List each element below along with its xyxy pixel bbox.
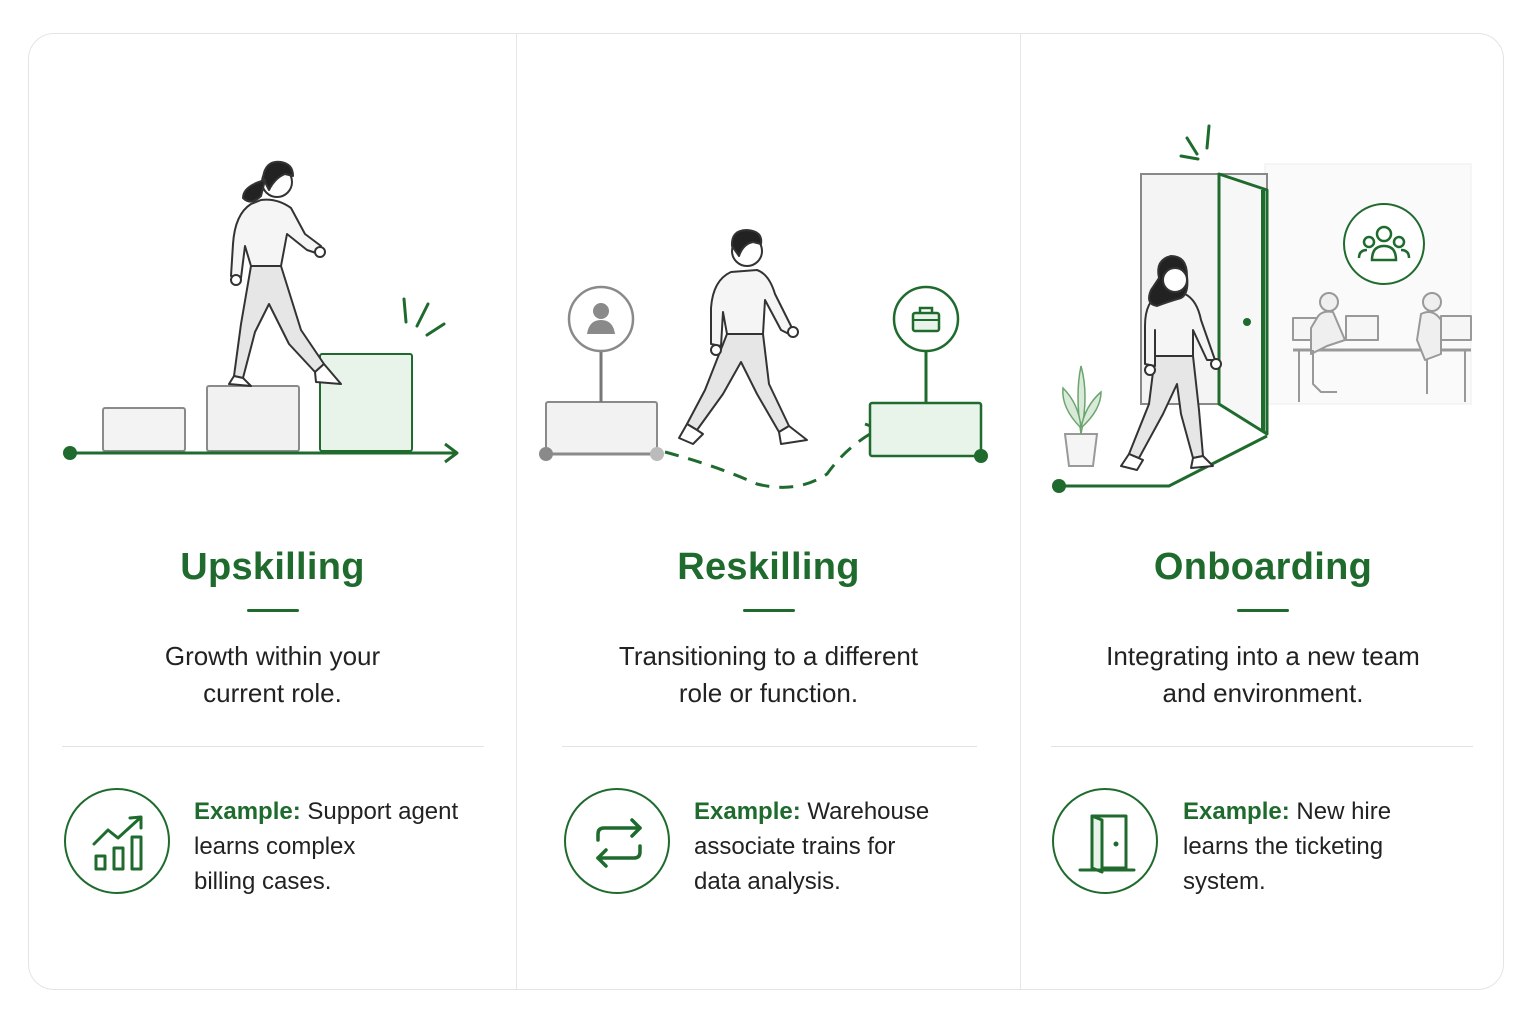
column-divider [1020,34,1021,989]
example-line: learns the ticketing [1183,833,1384,860]
column-onboarding: Onboarding Integrating into a new team a… [1021,34,1503,989]
upskilling-description: Growth within your current role. [29,638,516,712]
reskilling-example: Example: Warehouse associate trains for … [694,794,929,899]
reskilling-illustration [539,229,988,489]
section-separator [1051,746,1473,747]
section-separator [62,746,484,747]
description-line: current role. [203,678,342,708]
title-underline [247,609,299,612]
swap-arrows-icon [564,788,670,894]
onboarding-example: Example: New hire learns the ticketing s… [1183,794,1391,899]
example-line: associate trains for [694,833,896,860]
example-line: Warehouse [800,798,930,825]
onboarding-title: Onboarding [1153,546,1373,588]
description-line: role or function. [678,678,859,708]
reskilling-description: Transitioning to a different role or fun… [517,638,1020,712]
example-line: data analysis. [694,868,841,895]
example-line: learns complex [194,833,356,860]
example-line: Support agent [300,798,459,825]
concept-card: Upskilling Growth within your current ro… [28,33,1504,990]
door-icon [1052,788,1158,894]
example-line: New hire [1289,798,1392,825]
upskilling-title: Upskilling [180,546,365,588]
description-line: and environment. [1162,678,1364,708]
growth-chart-icon [64,788,170,894]
example-line: billing cases. [194,868,332,895]
description-line: Transitioning to a different [618,641,919,671]
column-reskilling: Reskilling Transitioning to a different … [517,34,1020,989]
example-label: Example: [694,798,801,825]
title-underline [1237,609,1289,612]
title-underline [743,609,795,612]
column-divider [516,34,517,989]
onboarding-description: Integrating into a new team and environm… [1021,638,1503,712]
onboarding-illustration [1052,124,1472,493]
example-label: Example: [194,798,301,825]
column-upskilling: Upskilling Growth within your current ro… [29,34,516,989]
example-label: Example: [1183,798,1290,825]
description-line: Integrating into a new team [1106,641,1420,671]
upskilling-example: Example: Support agent learns complex bi… [194,794,458,899]
example-line: system. [1183,868,1266,895]
section-separator [562,746,977,747]
description-line: Growth within your [164,641,381,671]
reskilling-title: Reskilling [677,546,860,588]
upskilling-illustration [63,160,459,464]
